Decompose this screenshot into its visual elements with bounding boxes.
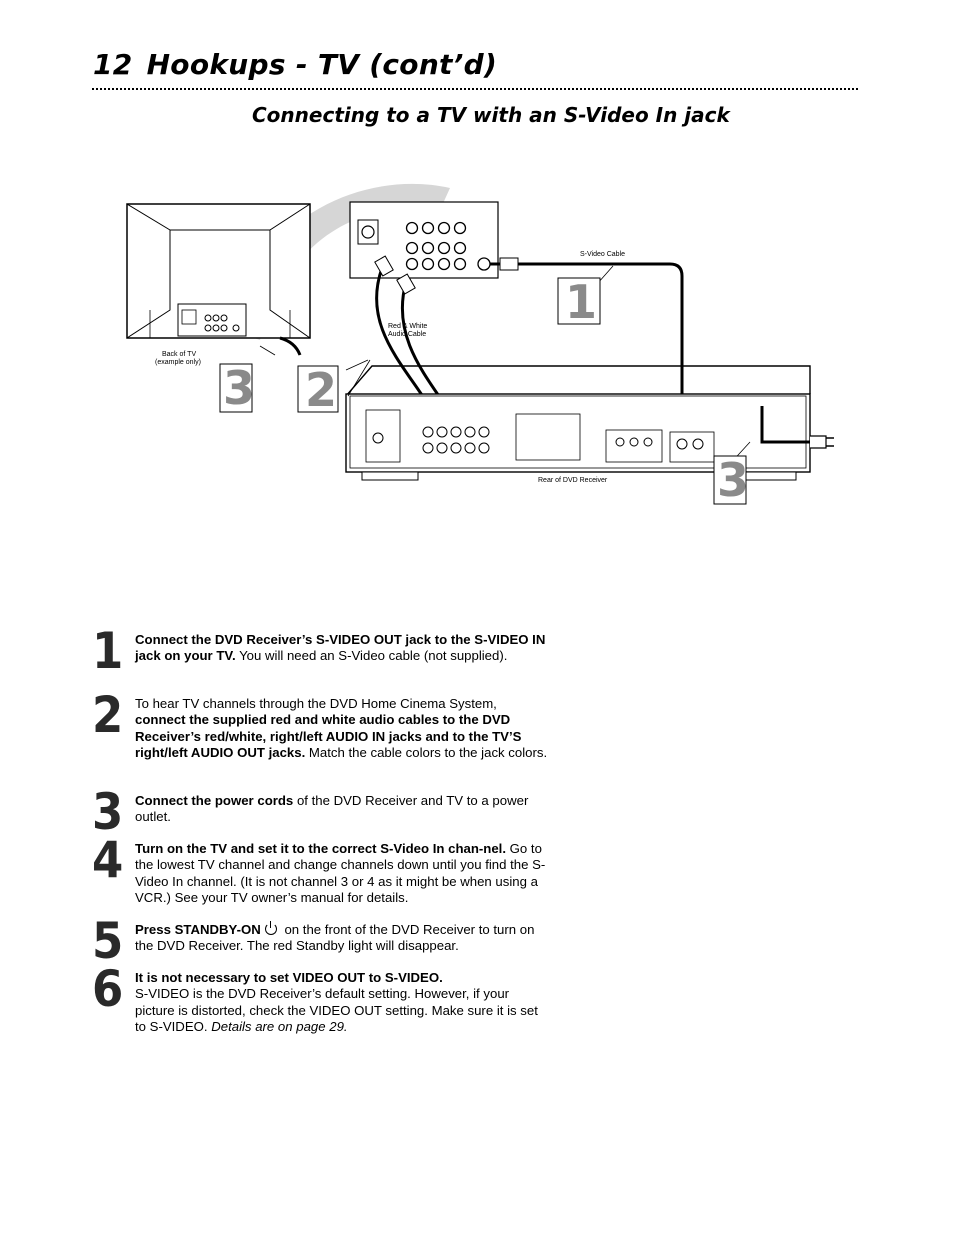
tv-back: [126, 203, 311, 339]
step-text: Connect the DVD Receiver’s S-VIDEO OUT j…: [135, 632, 546, 664]
callout-1: 1: [557, 275, 601, 329]
callout-3-dvd: 3: [713, 453, 749, 507]
back-of-tv-label: Back of TV: [162, 351, 196, 358]
tv-jack-panel: [349, 201, 499, 279]
step-number: 6: [92, 960, 123, 1018]
step-number: 3: [92, 783, 123, 841]
svg-text:3: 3: [717, 453, 749, 507]
step-text: It is not necessary to set VIDEO OUT to …: [135, 970, 538, 1034]
step-number: 4: [92, 831, 123, 889]
svideo-cable-label: S-Video Cable: [580, 251, 625, 258]
svg-text:2: 2: [305, 363, 337, 417]
page-title: 12 Hookups - TV (cont’d): [93, 48, 497, 81]
page-heading: Hookups - TV (cont’d): [146, 48, 498, 81]
step-text: Turn on the TV and set it to the correct…: [135, 841, 546, 905]
audio-cable-label-1: Red & White: [388, 323, 427, 330]
hookup-diagram: Back of TV (example only) S-Video Cable …: [126, 183, 834, 507]
step-text: To hear TV channels through the DVD Home…: [135, 696, 548, 760]
svg-text:1: 1: [565, 275, 597, 329]
back-of-tv-sub-label: (example only): [155, 359, 201, 366]
standby-icon: [264, 921, 277, 935]
page-number: 12: [93, 48, 133, 81]
step-number: 1: [92, 622, 123, 680]
rear-dvd-label: Rear of DVD Receiver: [538, 477, 608, 484]
callout-3-tv: 3: [219, 361, 255, 415]
svg-text:3: 3: [223, 361, 255, 415]
step-text: Press STANDBY-ON on the front of the DVD…: [135, 921, 535, 954]
callout-2: 2: [297, 363, 339, 417]
step-text: Connect the power cords of the DVD Recei…: [135, 793, 529, 825]
dotted-divider: [92, 88, 858, 90]
step-number: 5: [92, 912, 123, 970]
step-number: 2: [92, 686, 123, 744]
audio-cable-label-2: Audio Cable: [388, 331, 426, 338]
section-title: Connecting to a TV with an S-Video In ja…: [252, 103, 730, 127]
